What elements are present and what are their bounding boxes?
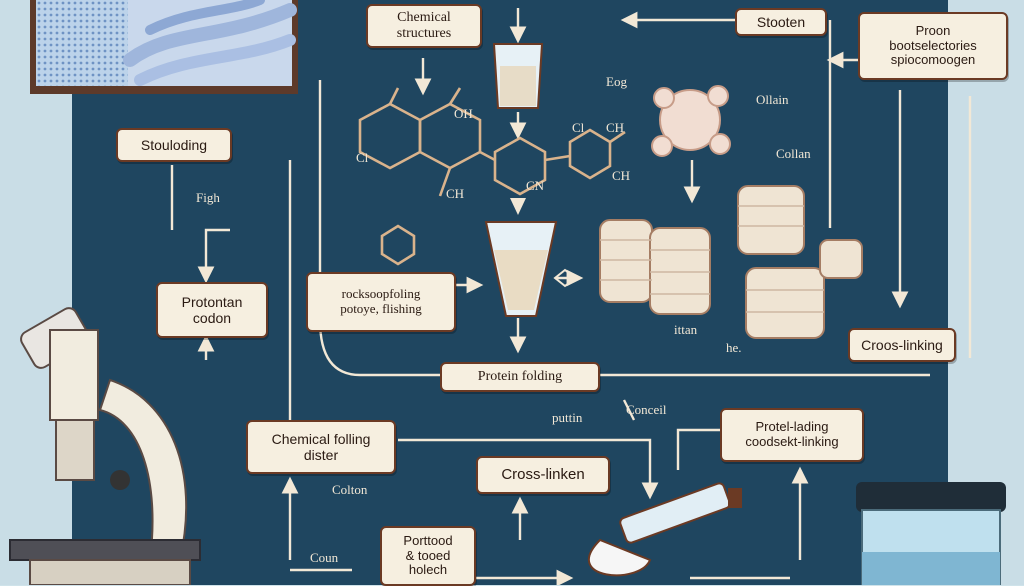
beaker-top bbox=[492, 43, 544, 109]
label-ci-2: Cl bbox=[572, 120, 585, 135]
label-puttin: puttin bbox=[552, 410, 583, 425]
disc-stacks bbox=[599, 185, 863, 339]
label-ch: CH bbox=[446, 186, 465, 201]
protein-blob bbox=[651, 85, 731, 157]
label-ollain: Ollain bbox=[756, 92, 789, 107]
box-protein-folding: Protein folding bbox=[440, 362, 600, 392]
label-colton: Colton bbox=[332, 482, 368, 497]
box-stouloding: Stouloding bbox=[116, 128, 232, 162]
label-ch-3: CH bbox=[612, 168, 631, 183]
jar-illustration bbox=[856, 482, 1006, 585]
box-stooten: Stooten bbox=[735, 8, 827, 36]
label-flgh: Figh bbox=[196, 190, 220, 205]
label-ci-1: Cl bbox=[356, 150, 369, 165]
label-conceil: Conceil bbox=[626, 402, 667, 417]
molecule-structure bbox=[358, 87, 626, 266]
syringe-illustration bbox=[588, 482, 742, 577]
label-coun: Coun bbox=[310, 550, 339, 565]
label-oh: OH bbox=[454, 106, 473, 121]
label-eog: Eog bbox=[606, 74, 627, 89]
label-he: he. bbox=[726, 340, 742, 355]
label-cn: CN bbox=[526, 178, 545, 193]
microscope-illustration bbox=[9, 307, 201, 585]
box-cross-linking: Croos-linking bbox=[848, 328, 956, 362]
label-collan: Collan bbox=[776, 146, 811, 161]
box-cross-linken: Cross-linken bbox=[476, 456, 610, 494]
label-ittan: ittan bbox=[674, 322, 698, 337]
connector-arrows bbox=[170, 8, 972, 585]
diamond-icon bbox=[553, 268, 577, 288]
microscope-image bbox=[30, 0, 298, 94]
funnel-beaker bbox=[484, 198, 558, 317]
disc-lines bbox=[600, 205, 824, 313]
left-background bbox=[0, 0, 72, 585]
label-ch-2: CH bbox=[606, 120, 625, 135]
